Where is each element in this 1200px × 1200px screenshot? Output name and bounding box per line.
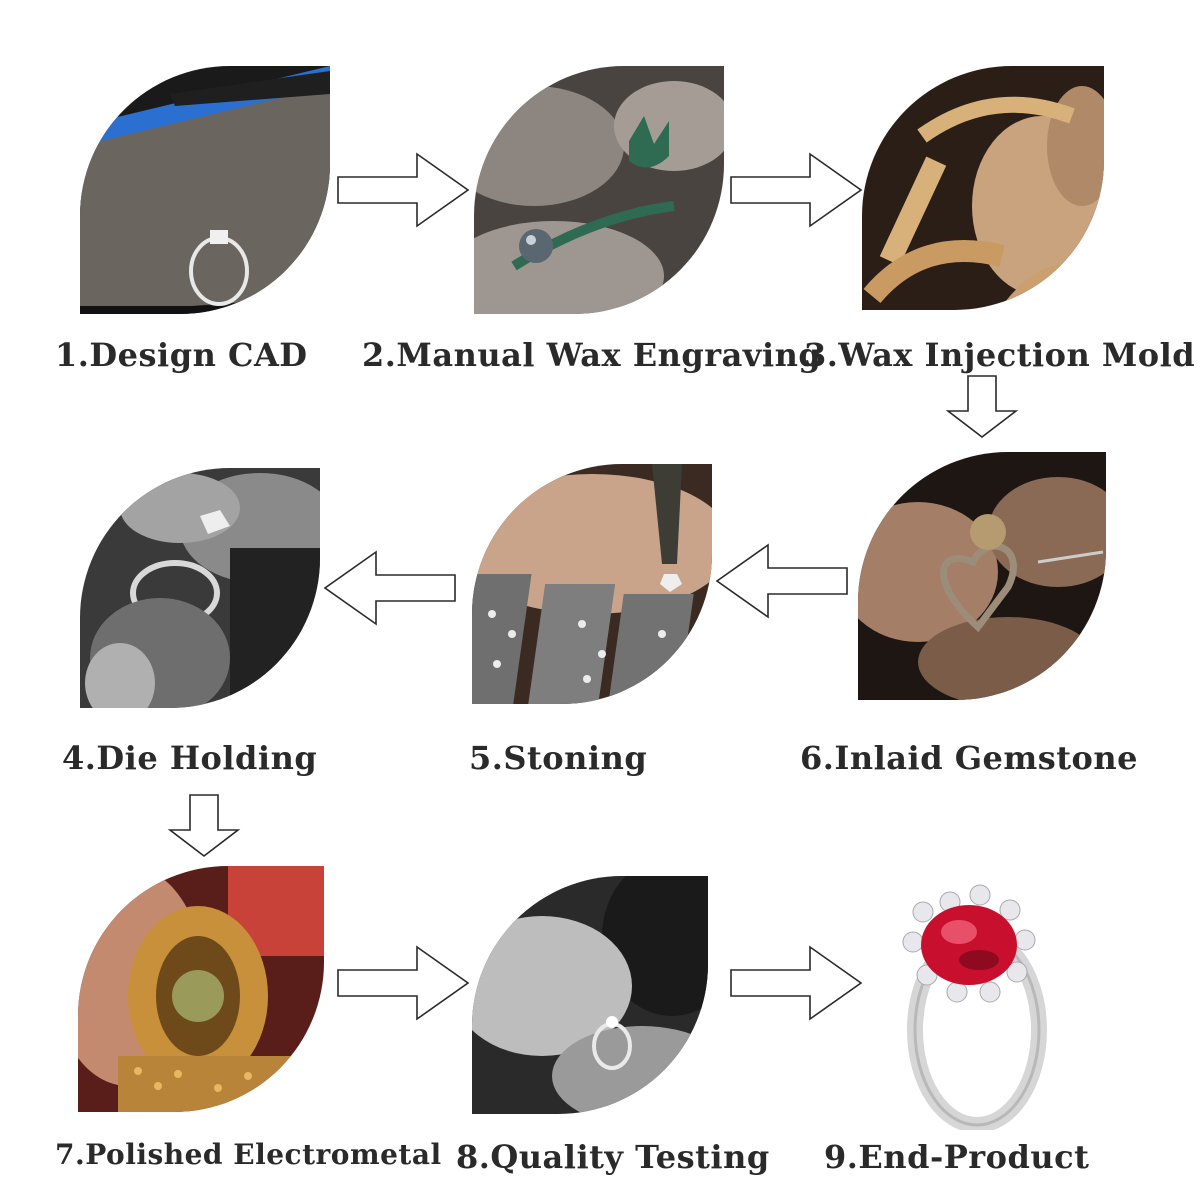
step-3-label: 3.Wax Injection Mold bbox=[804, 336, 1196, 374]
step-6-label: 6.Inlaid Gemstone bbox=[800, 739, 1139, 777]
step-9-label: 9.End-Product bbox=[824, 1138, 1090, 1176]
arrow-down-3-to-6 bbox=[945, 375, 1019, 439]
step-3-image bbox=[862, 66, 1104, 310]
arrow-right-2-to-3 bbox=[730, 152, 863, 228]
step-4-label: 4.Die Holding bbox=[62, 739, 318, 777]
step-9-image bbox=[885, 880, 1060, 1130]
step-8-image bbox=[472, 876, 708, 1114]
step-5-image bbox=[472, 464, 712, 704]
arrow-down-4-to-7 bbox=[167, 794, 241, 858]
step-5-label: 5.Stoning bbox=[469, 739, 648, 777]
step-1-image bbox=[80, 66, 330, 314]
step-6-image bbox=[858, 452, 1106, 700]
step-7-image bbox=[78, 866, 324, 1112]
arrow-right-7-to-8 bbox=[337, 945, 470, 1021]
step-1-label: 1.Design CAD bbox=[55, 336, 308, 374]
step-8-label: 8.Quality Testing bbox=[456, 1138, 770, 1176]
arrow-right-8-to-9 bbox=[730, 945, 863, 1021]
step-2-label: 2.Manual Wax Engraving bbox=[362, 336, 822, 374]
arrow-left-6-to-5 bbox=[715, 543, 848, 619]
step-4-image bbox=[80, 468, 320, 708]
arrow-right-1-to-2 bbox=[337, 152, 470, 228]
step-2-image bbox=[474, 66, 724, 314]
step-7-label: 7.Polished Electrometal bbox=[55, 1138, 442, 1171]
arrow-left-5-to-4 bbox=[323, 550, 456, 626]
